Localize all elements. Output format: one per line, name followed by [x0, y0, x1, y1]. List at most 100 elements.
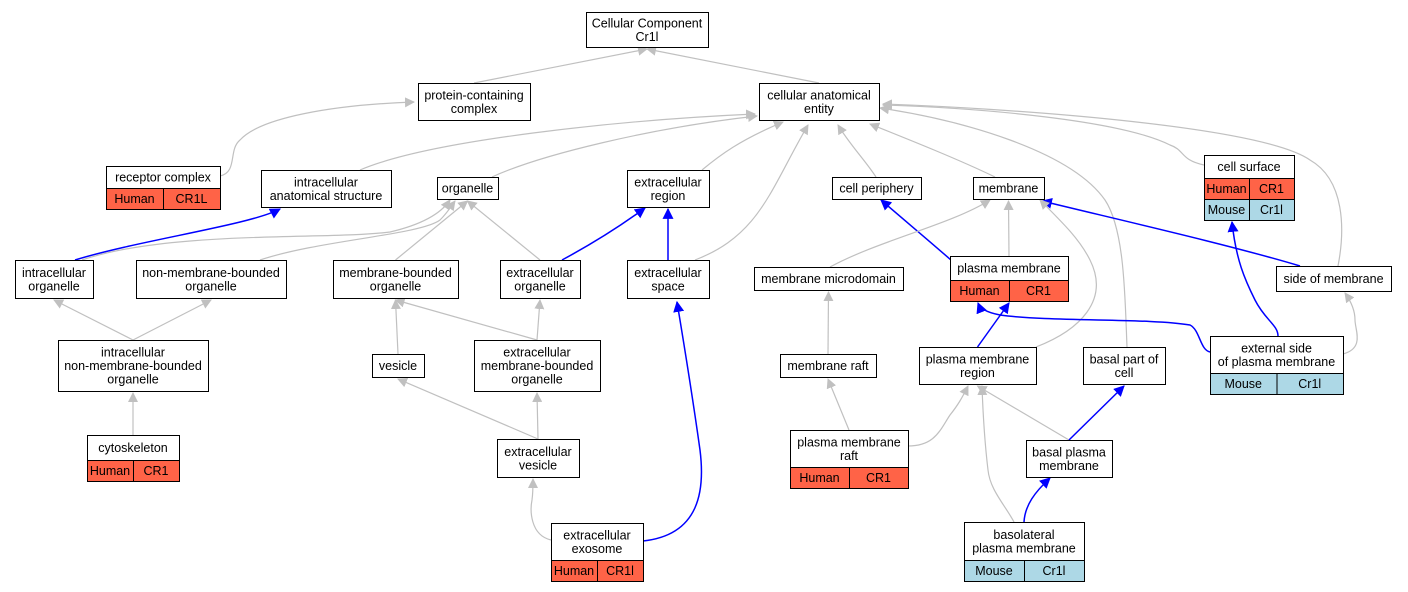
node-label-line: organelle	[107, 373, 158, 387]
node-label-line: basal plasma	[1032, 445, 1106, 459]
node-label-line: intracellular	[101, 346, 165, 360]
part-of-edge-basal-plasma-membrane-to-basal-part-of-cell	[1068, 385, 1125, 441]
node-label-line: plasma membrane	[957, 262, 1061, 276]
part-of-edge-intracellular-organelle-to-intracellular-anatomical-structure	[74, 208, 281, 261]
node-label-line: of plasma membrane	[1218, 355, 1335, 369]
node-label-line: protein-containing	[424, 88, 523, 102]
node-box	[474, 340, 601, 392]
node-box	[780, 354, 877, 378]
node-vesicle[interactable]: vesicle	[372, 354, 425, 378]
part-of-edge-side-of-membrane-to-membrane	[1040, 197, 1301, 267]
gene-label: CR1	[1026, 284, 1051, 298]
node-label-line: extracellular	[503, 346, 570, 360]
node-box	[627, 170, 710, 208]
node-box	[418, 83, 531, 121]
node-label-line: extracellular	[504, 445, 571, 459]
node-label-line: intracellular	[22, 266, 86, 280]
part-of-edge-extracellular-organelle-to-extracellular-region	[561, 207, 646, 261]
node-label-line: complex	[451, 102, 498, 116]
part-of-edge-extracellular-exosome-to-extracellular-space	[642, 300, 703, 542]
node-cell-periphery[interactable]: cell periphery	[832, 177, 922, 200]
node-label-line: cellular anatomical	[767, 88, 871, 102]
node-box	[136, 260, 287, 299]
node-box	[919, 347, 1037, 385]
node-membrane[interactable]: membrane	[973, 177, 1045, 200]
is-a-edge-intracellular-organelle-to-organelle	[81, 199, 451, 261]
gene-cell	[1249, 199, 1295, 221]
node-organelle[interactable]: organelle	[437, 177, 499, 200]
node-box	[1276, 266, 1392, 292]
node-label-line: region	[651, 189, 686, 203]
node-box	[261, 170, 392, 208]
node-membrane-microdomain[interactable]: membrane microdomain	[754, 267, 904, 291]
gene-label: CR1l	[606, 564, 634, 578]
node-label-line: membrane-bounded	[481, 359, 594, 373]
node-label-line: extracellular	[634, 175, 701, 189]
node-box	[973, 177, 1045, 200]
node-label-line: extracellular	[506, 266, 573, 280]
species-label: Mouse	[975, 564, 1013, 578]
is-a-edge-plasma-membrane-region-to-membrane	[1035, 199, 1097, 348]
is-a-edge-organelle-to-cellular-anatomical-entity	[491, 112, 758, 178]
species-label: Human	[554, 564, 594, 578]
node-box	[1083, 347, 1166, 385]
node-box	[372, 354, 425, 378]
node-label-line: cell periphery	[839, 182, 914, 196]
node-label-line: cell surface	[1217, 160, 1280, 174]
node-label-line: region	[960, 366, 995, 380]
node-label-line: membrane-bounded	[339, 266, 452, 280]
node-intracellular-nmb-organelle[interactable]: intracellularnon-membrane-boundedorganel…	[58, 340, 209, 392]
node-box	[759, 83, 880, 121]
is-a-edge-extracellular-exosome-to-extracellular-vesicle	[527, 478, 552, 541]
node-label-line: non-membrane-bounded	[142, 266, 280, 280]
is-a-edge-extracellular-vesicle-to-vesicle	[397, 377, 539, 440]
node-membrane-raft[interactable]: membrane raft	[780, 354, 877, 378]
node-label-line: organelle	[28, 279, 79, 293]
node-box	[58, 340, 209, 392]
gene-cell	[133, 460, 180, 482]
node-box	[333, 260, 459, 299]
node-label-line: organelle	[442, 182, 493, 196]
node-box	[586, 12, 709, 48]
is-a-edge-plasma-membrane-raft-to-plasma-membrane-region	[907, 385, 969, 447]
node-label-line: side of membrane	[1283, 272, 1383, 286]
node-side-of-membrane[interactable]: side of membrane	[1276, 266, 1392, 292]
gene-cell	[1024, 560, 1085, 582]
node-label-line: non-membrane-bounded	[64, 359, 202, 373]
node-label-line: plasma membrane	[797, 435, 901, 449]
is-a-edge-membrane-raft-to-membrane-microdomain	[823, 291, 834, 355]
is-a-edge-basal-part-of-cell-to-cellular-anatomical-entity	[879, 104, 1128, 348]
is-a-edge-receptor-complex-to-protein-containing-complex	[219, 97, 415, 177]
node-box	[1026, 440, 1113, 478]
